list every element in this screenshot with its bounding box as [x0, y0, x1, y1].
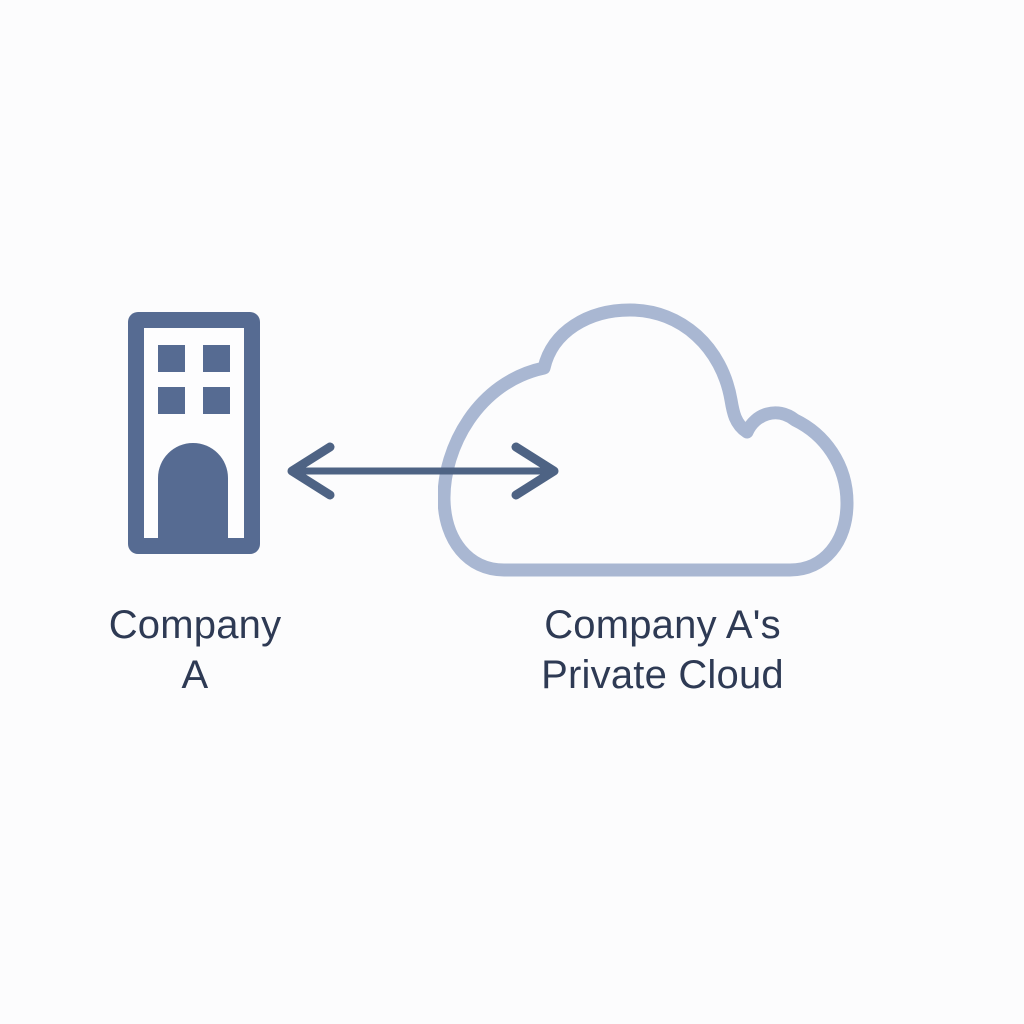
building-door	[158, 443, 228, 538]
right-node-label-line2: Private Cloud	[541, 653, 784, 697]
building-window	[203, 387, 230, 414]
building-window	[158, 345, 185, 372]
cloud-outline	[438, 303, 854, 577]
building-window	[203, 345, 230, 372]
building-window	[158, 387, 185, 414]
arrow-head-right	[511, 442, 559, 500]
bidirectional-arrow-icon	[287, 442, 559, 500]
right-node-label-line1: Company A's	[544, 603, 781, 647]
right-node-label: Company A's Private Cloud	[490, 600, 835, 700]
left-node-label-line1: Company	[108, 603, 282, 647]
left-node-label-line2: A	[181, 653, 209, 697]
arrow-head-left	[287, 442, 335, 500]
building-icon	[128, 312, 260, 554]
left-node-label: Company A	[55, 600, 335, 700]
cloud-icon	[438, 303, 854, 577]
